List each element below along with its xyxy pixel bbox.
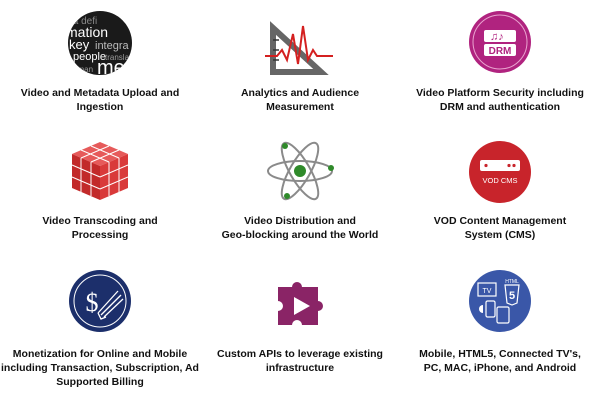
metadata-word-cloud-icon: sta defi mation key integra people trans…	[67, 10, 133, 76]
svg-text:DRM: DRM	[489, 46, 512, 57]
vod-cms-server-icon: VOD CMS	[468, 140, 532, 204]
svg-text:sta defi: sta defi	[67, 16, 97, 27]
svg-text:people: people	[73, 51, 106, 63]
svg-text:mation: mation	[67, 24, 108, 40]
monetization-dollar-icon: $	[68, 269, 132, 333]
svg-text:TV: TV	[483, 288, 492, 295]
svg-text:key: key	[69, 37, 90, 52]
feature-security-drm: ♫♪ DRM Video Platform Security including…	[400, 0, 600, 130]
svg-text:HTML: HTML	[505, 279, 519, 285]
transcoding-cube-icon	[68, 138, 132, 204]
svg-text:translat: translat	[105, 53, 132, 62]
svg-text:met: met	[97, 57, 131, 76]
svg-text:integra: integra	[95, 40, 130, 52]
svg-text:5: 5	[509, 290, 515, 302]
api-puzzle-icon	[268, 275, 332, 335]
analytics-chart-icon	[265, 20, 335, 80]
multi-device-icon: TV HTML 5	[468, 269, 532, 333]
svg-text:♫♪: ♫♪	[490, 31, 504, 43]
atom-distribution-icon	[265, 138, 335, 204]
svg-text:VOD CMS: VOD CMS	[482, 176, 517, 185]
svg-text:seman: seman	[69, 65, 93, 74]
feature-multi-device: TV HTML 5 Mobile, HTML5, Connected TV's,…	[400, 265, 600, 400]
svg-text:$: $	[86, 288, 99, 317]
feature-upload-ingestion: sta defi mation key integra people trans…	[0, 0, 200, 130]
drm-lock-icon: ♫♪ DRM	[468, 10, 532, 74]
feature-caption: Mobile, HTML5, Connected TV's,PC, MAC, i…	[419, 348, 581, 374]
